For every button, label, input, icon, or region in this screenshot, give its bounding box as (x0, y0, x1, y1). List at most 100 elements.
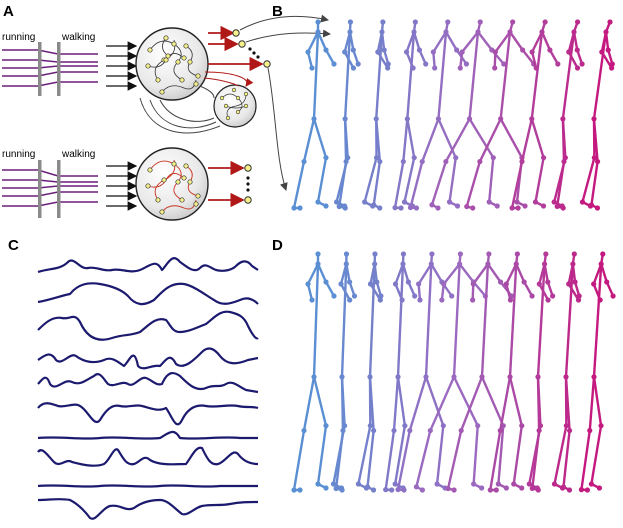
figure-bone (316, 424, 328, 486)
figure-joint (543, 251, 549, 257)
figure-bone (406, 117, 416, 159)
running-label-top: running (2, 32, 35, 43)
figure-joint (377, 297, 383, 303)
figure-joint (494, 203, 500, 209)
figure-joint (338, 485, 345, 491)
figure-bone (448, 156, 457, 204)
figure-bone (489, 429, 502, 492)
figure-bone (312, 117, 328, 159)
figure-bone (588, 375, 596, 432)
figure-bone (348, 30, 355, 52)
figure-joint (598, 261, 604, 267)
figure-joint (609, 61, 615, 67)
figure-bone (316, 30, 328, 52)
figure-joint (427, 427, 433, 434)
figure-joint (301, 158, 307, 165)
figure-joint (503, 485, 509, 491)
figure-bone (396, 429, 412, 491)
figure-bone (564, 262, 575, 379)
figure-bone (460, 30, 480, 54)
figure-joint (347, 297, 353, 303)
stick-figure (330, 251, 358, 493)
figure-joint (305, 49, 311, 55)
figure-joint (591, 116, 597, 122)
figure-bone (499, 117, 524, 159)
figure-joint (479, 485, 485, 491)
figure-joint (367, 281, 374, 287)
figure-bone (432, 50, 436, 70)
figure-bone (406, 30, 416, 121)
figure-joint (545, 279, 551, 285)
figure-joint (599, 49, 605, 55)
latent-traces (37, 257, 259, 520)
figure-bone (520, 117, 533, 163)
figure-bone (417, 262, 433, 286)
figure-bone (528, 424, 542, 486)
figure-bone (409, 160, 424, 209)
figure-joint (405, 279, 411, 285)
figure-joint (445, 19, 451, 25)
figure-joint (407, 204, 414, 211)
figure-joint (600, 251, 606, 257)
ellipsis-dots-icon-bottom (246, 176, 250, 192)
figure-joint (391, 427, 397, 434)
stick-figure (464, 19, 537, 211)
figure-joint (429, 251, 435, 257)
figure-bone (424, 262, 433, 379)
figure-joint (445, 485, 451, 492)
figure-bone (534, 156, 545, 204)
figure-joint (291, 487, 297, 493)
figure-joint (566, 427, 573, 434)
figure-joint (400, 158, 406, 165)
figure-bone (340, 262, 348, 379)
stick-figures-walking (291, 251, 616, 493)
figure-bone (493, 50, 497, 70)
figure-bone (472, 262, 490, 286)
figure-bone (415, 429, 432, 489)
figure-joint (411, 29, 417, 35)
stick-figure (355, 251, 384, 493)
figure-joint (370, 487, 377, 493)
figure-bone (508, 30, 524, 52)
figure-joint (596, 485, 603, 491)
figure-bone (335, 156, 349, 204)
figure-joint (374, 279, 380, 285)
figure-joint (470, 297, 476, 303)
figure-bone (424, 375, 445, 427)
grey-bar-walking-bottom (57, 160, 61, 218)
figure-joint (559, 485, 566, 491)
stick-figure (362, 19, 391, 211)
figure-joint (330, 481, 337, 487)
figure-bone (393, 160, 405, 209)
network-circle-icon-bottom (135, 147, 209, 221)
figure-joint (479, 374, 485, 380)
figure-joint (475, 423, 481, 429)
figure-joint (514, 251, 520, 257)
figure-joint (419, 158, 425, 165)
figure-joint (323, 423, 329, 429)
figure-joint (440, 423, 446, 429)
figure-joint (311, 374, 317, 380)
figure-bone (345, 262, 351, 284)
figure-joint (435, 116, 442, 122)
figure-joint (331, 61, 337, 67)
figure-joint (315, 199, 321, 205)
figure-joint (575, 297, 582, 303)
figure-joint (610, 293, 616, 299)
figure-bone (373, 262, 378, 284)
figure-joint (412, 19, 418, 25)
figure-bone (561, 30, 576, 121)
figure-joint (392, 281, 399, 287)
figure-bone (302, 117, 316, 163)
figure-joint (604, 279, 610, 285)
stick-figure (526, 251, 556, 493)
figure-bone (487, 156, 495, 204)
figure-joint (400, 261, 406, 267)
figure-bone (572, 30, 579, 52)
stick-figure (413, 251, 488, 493)
trace-2 (37, 282, 259, 306)
figure-joint (487, 487, 493, 493)
figure-bone (402, 117, 409, 163)
figure-joint (407, 427, 413, 434)
figure-joint (515, 205, 521, 211)
